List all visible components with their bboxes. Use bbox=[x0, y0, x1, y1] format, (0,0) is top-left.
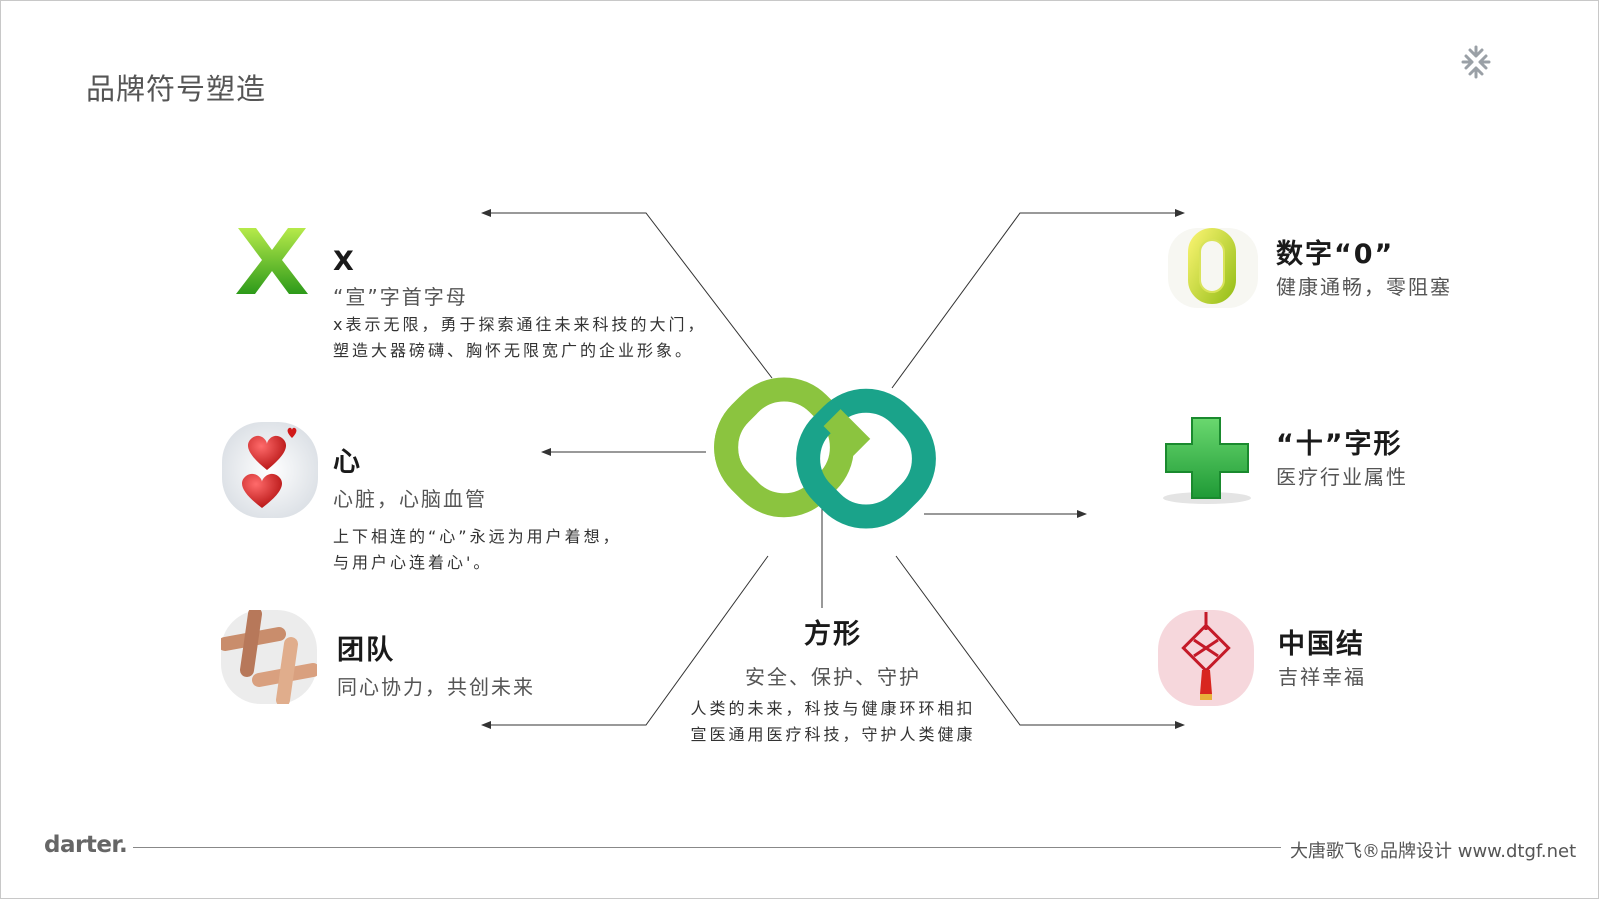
item-x-heading: X bbox=[333, 246, 356, 277]
item-square-heading: 方形 bbox=[804, 619, 862, 650]
asterisk-logo-icon bbox=[1461, 45, 1491, 79]
item-heart-heading: 心 bbox=[333, 447, 362, 478]
footer-brand-logo: darter. bbox=[44, 832, 128, 858]
item-knot-heading: 中国结 bbox=[1278, 629, 1365, 660]
item-zero-subtitle: 健康通畅，零阻塞 bbox=[1276, 275, 1452, 299]
item-heart-desc-line1: 上下相连的“心”永远为用户着想， bbox=[333, 527, 622, 546]
item-heart-desc-line2: 与用户心连着心'。 bbox=[333, 553, 493, 572]
item-cross-subtitle: 医疗行业属性 bbox=[1276, 465, 1408, 489]
item-knot: 中国结 吉祥幸福 bbox=[1278, 622, 1366, 690]
connector-team bbox=[481, 555, 769, 729]
item-x-desc-line2: 塑造大器磅礴、胸怀无限宽广的企业形象。 bbox=[333, 341, 695, 360]
item-x: X “宣”字首字母 x表示无限，勇于探索通往未来科技的大门， 塑造大器磅礴、胸怀… bbox=[333, 246, 706, 364]
item-square-desc-line2: 宣医通用医疗科技，守护人类健康 bbox=[690, 725, 976, 744]
green-cross-icon bbox=[1163, 417, 1251, 504]
item-x-subtitle: “宣”字首字母 bbox=[333, 285, 468, 309]
item-x-desc-line1: x表示无限，勇于探索通往未来科技的大门， bbox=[333, 315, 707, 334]
logo-teal-loop bbox=[796, 388, 936, 529]
item-heart: 心 心脏，心脑血管 上下相连的“心”永远为用户着想， 与用户心连着心'。 bbox=[333, 440, 622, 576]
item-square-subtitle: 安全、保护、守护 bbox=[745, 665, 921, 689]
item-team: 团队 同心协力，共创未来 bbox=[337, 628, 535, 700]
page-title: 品牌符号塑造 bbox=[86, 72, 267, 106]
hearts-icon bbox=[222, 422, 318, 518]
yellow-zero-icon bbox=[1168, 228, 1258, 308]
item-square: 方形 安全、保护、守护 人类的未来，科技与健康环环相扣 宣医通用医疗科技，守护人… bbox=[678, 612, 988, 748]
connector-x bbox=[481, 209, 773, 379]
brand-logo-icon bbox=[714, 377, 936, 529]
item-cross: “十”字形 医疗行业属性 bbox=[1276, 422, 1408, 490]
item-zero-heading: 数字“0” bbox=[1276, 239, 1395, 270]
item-team-subtitle: 同心协力，共创未来 bbox=[337, 675, 535, 699]
footer-divider bbox=[133, 847, 1281, 848]
footer-credit: 大唐歌飞®品牌设计 www.dtgf.net bbox=[1290, 841, 1577, 862]
connector-knot bbox=[895, 555, 1185, 729]
item-heart-subtitle: 心脏，心脑血管 bbox=[333, 487, 487, 511]
item-zero: 数字“0” 健康通畅，零阻塞 bbox=[1276, 232, 1452, 300]
linked-hands-icon bbox=[221, 610, 317, 704]
item-team-heading: 团队 bbox=[337, 635, 395, 666]
item-square-desc-line1: 人类的未来，科技与健康环环相扣 bbox=[690, 699, 976, 718]
item-cross-heading: “十”字形 bbox=[1276, 429, 1403, 460]
chinese-knot-icon bbox=[1158, 610, 1254, 706]
connector-zero bbox=[891, 209, 1185, 389]
item-knot-subtitle: 吉祥幸福 bbox=[1278, 665, 1366, 689]
green-x-icon bbox=[236, 228, 308, 294]
